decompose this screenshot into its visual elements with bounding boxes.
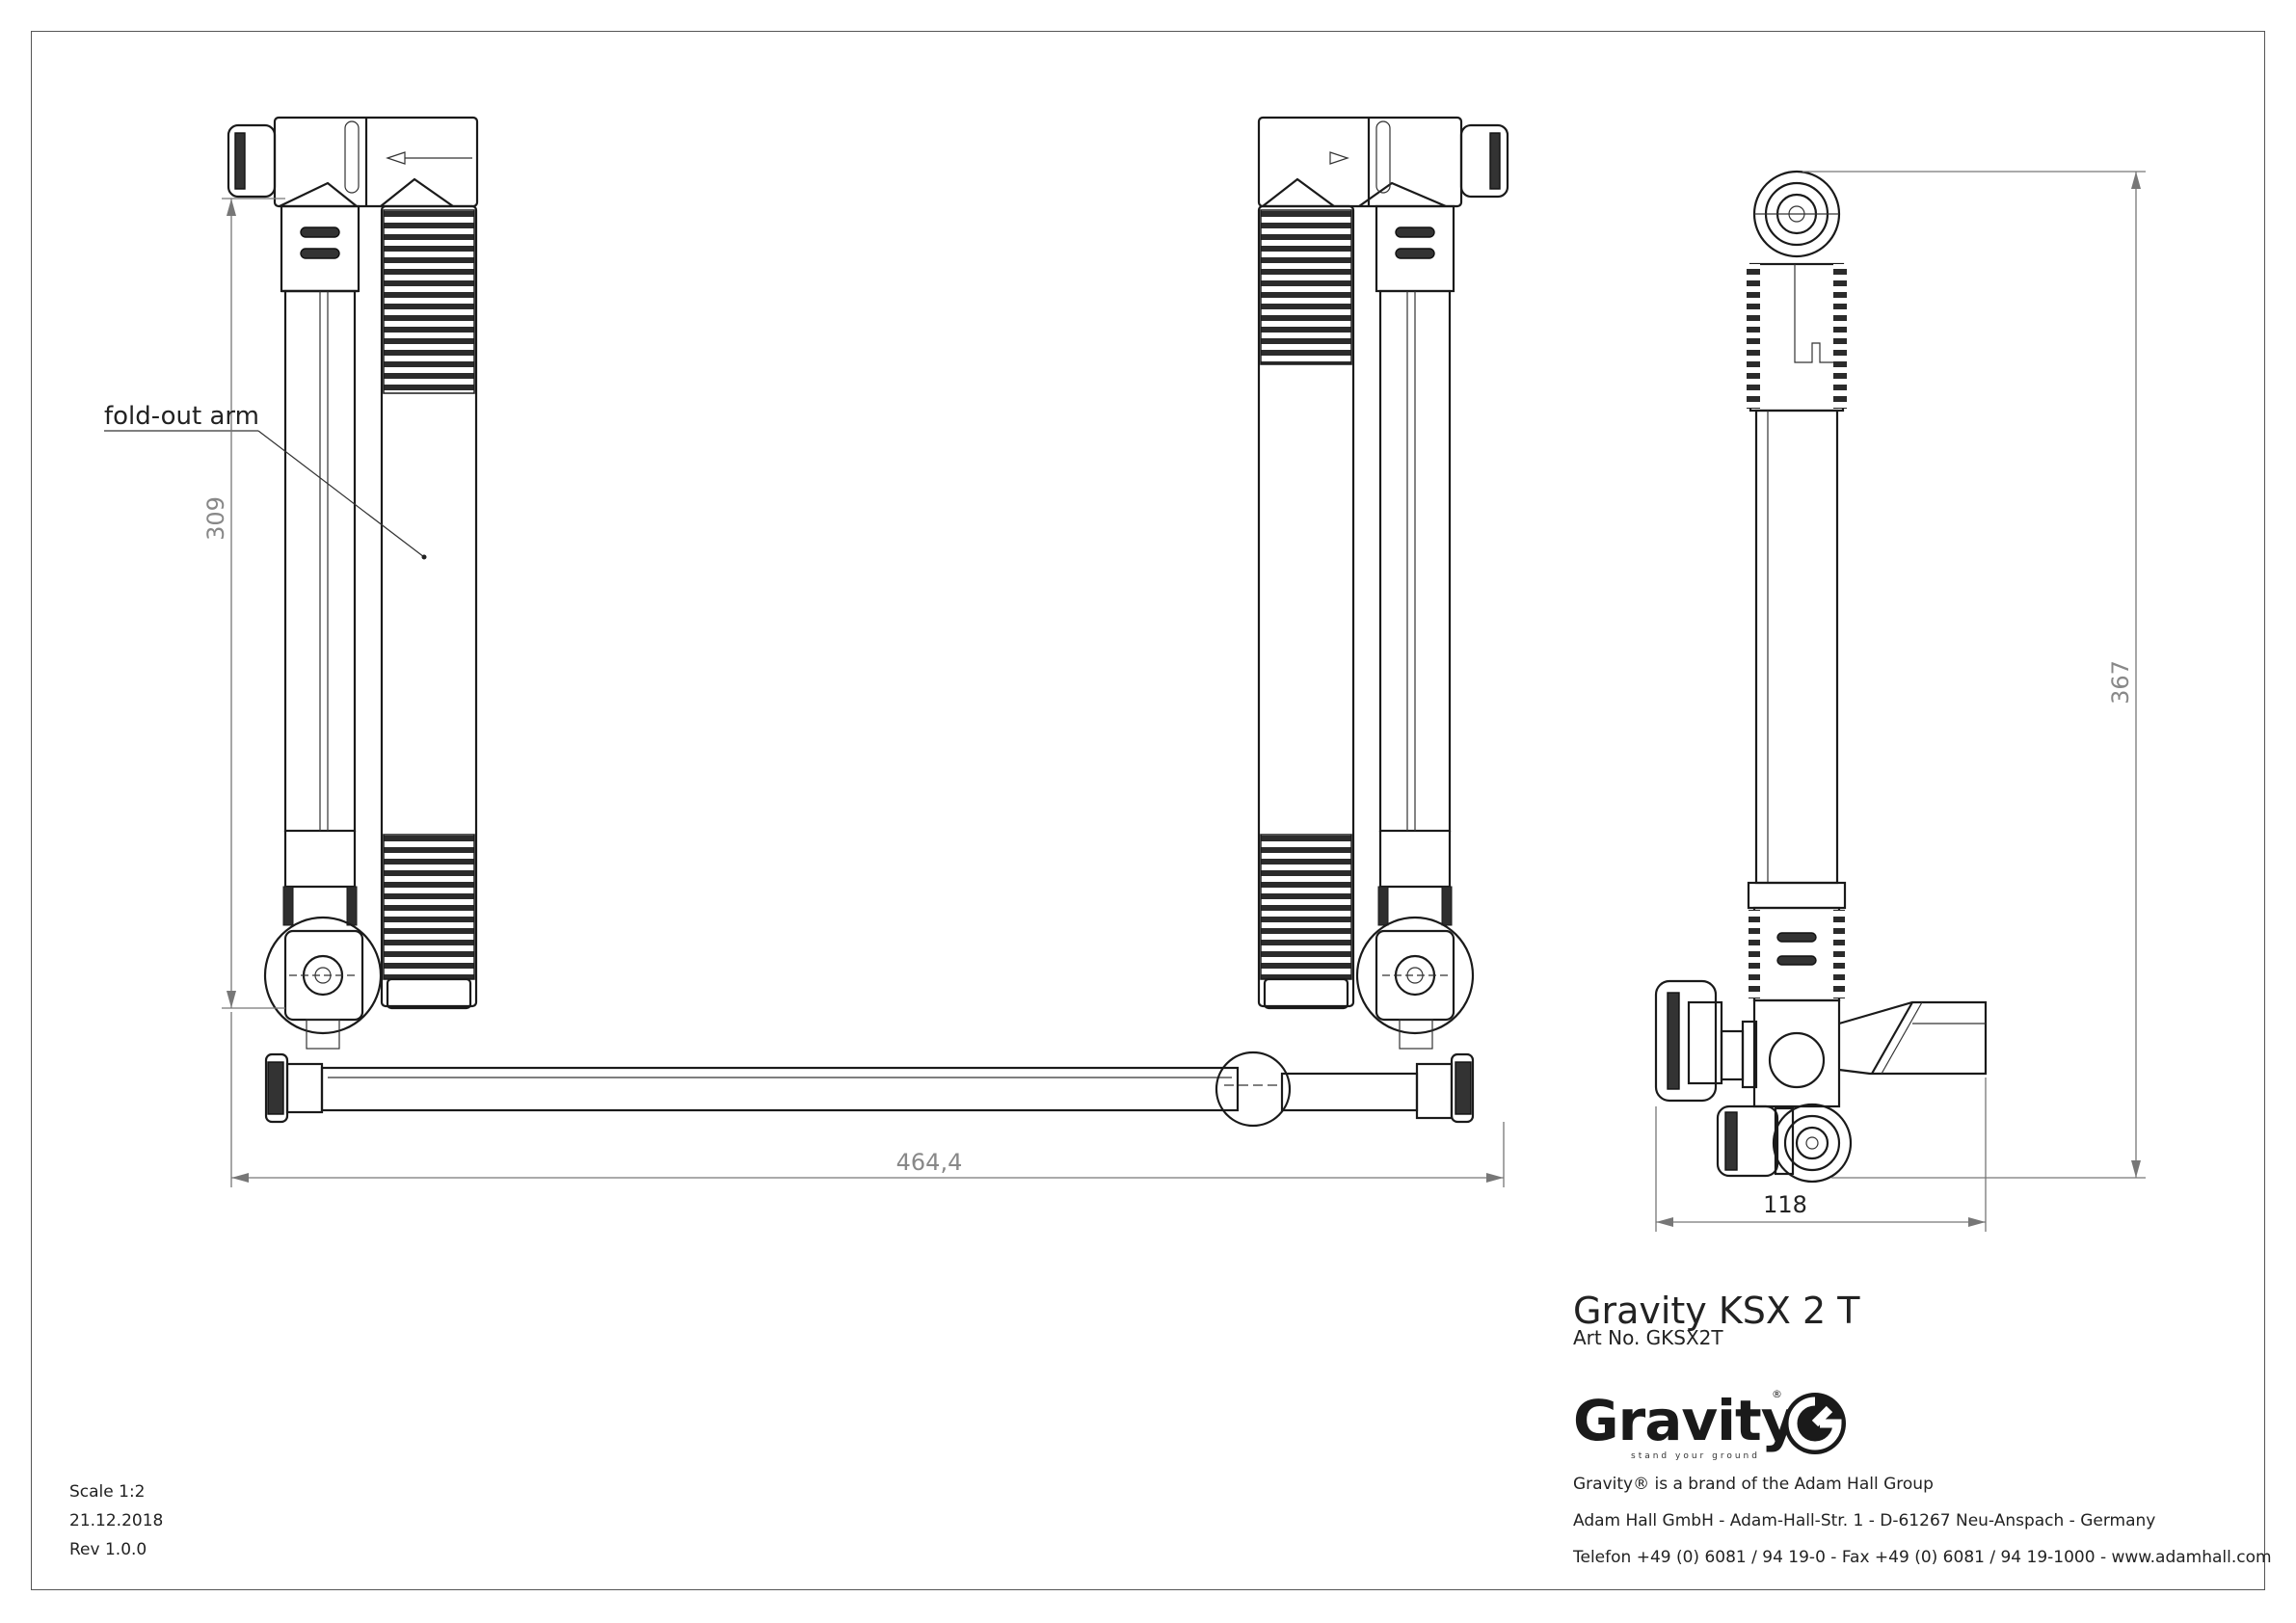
- right-top-head: [1257, 116, 1509, 208]
- logo-wordmark: Gravity: [1573, 1388, 1798, 1453]
- scale-label: Scale 1:2: [69, 1482, 146, 1502]
- fold-out-arm-callout: [104, 430, 427, 560]
- gravity-g-icon: [1784, 1393, 1846, 1454]
- company-address: Adam Hall GmbH - Adam-Hall-Str. 1 - D-61…: [1573, 1511, 2156, 1530]
- dimension-367-label: 367: [2107, 660, 2134, 705]
- dimension-464-4: [230, 1012, 1505, 1187]
- dimension-118-label: 118: [1763, 1191, 1807, 1218]
- left-fold-out-arm: [380, 204, 478, 1010]
- logo-registered-mark: ®: [1772, 1388, 1782, 1400]
- left-leg-tube: [280, 204, 360, 926]
- right-stand-front-view: [1257, 116, 1509, 1050]
- side-view: [1654, 170, 1988, 1184]
- date-label: 21.12.2018: [69, 1511, 164, 1530]
- left-top-head: [227, 116, 479, 208]
- article-number: Art No. GKSX2T: [1573, 1326, 1723, 1349]
- gravity-logo: Gravity ® stand your ground: [1573, 1388, 1882, 1465]
- company-contact: Telefon +49 (0) 6081 / 94 19-0 - Fax +49…: [1573, 1548, 2272, 1567]
- right-leg-tube: [1375, 204, 1455, 926]
- dimension-464-4-label: 464,4: [896, 1149, 963, 1176]
- dimension-309: [222, 198, 285, 1009]
- bottom-crossbar: [264, 1051, 1475, 1128]
- title-block: Gravity KSX 2 T Art No. GKSX2T: [1573, 1291, 2248, 1349]
- left-bottom-joint: [263, 916, 383, 1050]
- dimension-367: [1802, 171, 2146, 1179]
- revision-label: Rev 1.0.0: [69, 1540, 147, 1559]
- fold-out-arm-label: fold-out arm: [104, 402, 259, 431]
- left-stand-front-view: [227, 116, 479, 1050]
- dimension-118: [1655, 1078, 1987, 1232]
- drawing-frame: [31, 31, 2265, 1590]
- dimension-309-label: 309: [202, 496, 229, 541]
- right-bottom-joint: [1355, 916, 1475, 1050]
- brand-line: Gravity® is a brand of the Adam Hall Gro…: [1573, 1475, 1934, 1494]
- right-fold-out-arm: [1257, 204, 1355, 1010]
- logo-tagline: stand your ground: [1631, 1451, 1760, 1461]
- product-title: Gravity KSX 2 T: [1573, 1290, 1860, 1332]
